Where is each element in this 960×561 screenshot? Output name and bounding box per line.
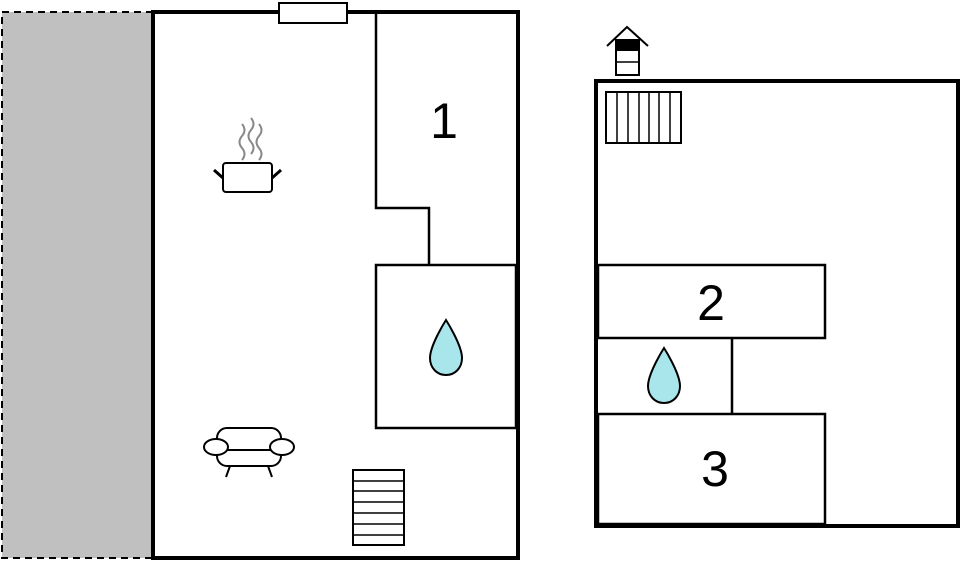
- sofa-icon: [203, 427, 295, 478]
- water-drop-icon: [428, 318, 464, 377]
- bathroom-ground: [374, 263, 518, 430]
- stairs-icon: [605, 91, 682, 144]
- kitchen-icon: [213, 117, 282, 193]
- ground-floor-outline: [151, 10, 520, 560]
- entrance-arrow-icon: [606, 25, 649, 76]
- room-label-2: 2: [697, 275, 725, 331]
- bedroom-2: [596, 263, 827, 340]
- stairs-icon: [352, 469, 405, 546]
- bedroom-1-walls: [374, 14, 431, 265]
- entrance-door: [278, 2, 348, 24]
- terrace-area: [1, 11, 153, 559]
- bedroom-3: [596, 412, 827, 526]
- ground-floor: 1: [1, 2, 520, 560]
- upper-floor-outline: [594, 79, 960, 528]
- room-label-3: 3: [701, 441, 729, 497]
- room-label-1: 1: [430, 93, 458, 149]
- water-drop-icon: [646, 346, 682, 405]
- upper-floor: 2 3: [594, 25, 960, 528]
